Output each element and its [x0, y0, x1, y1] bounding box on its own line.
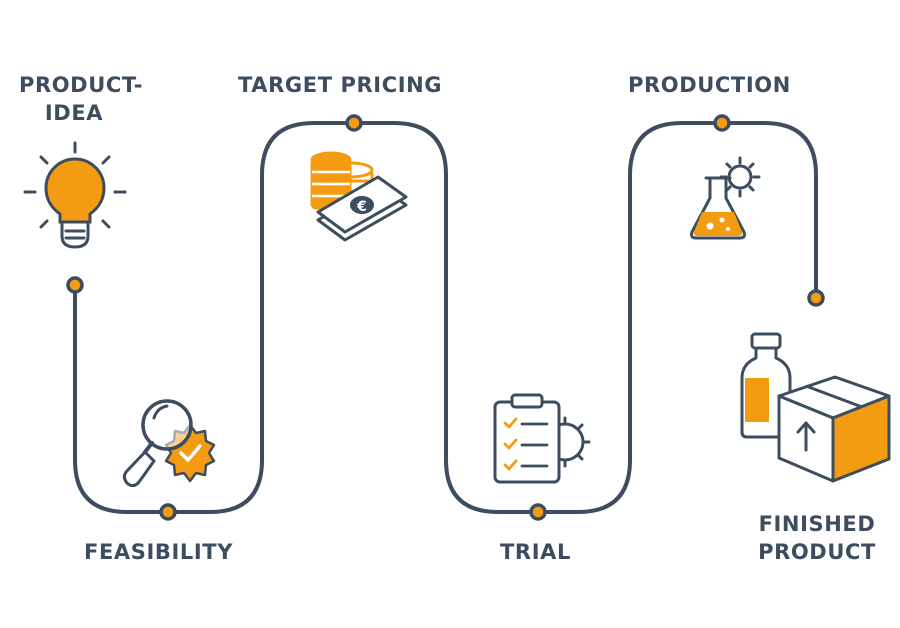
step-label-product-idea-line1: PRODUCT-: [18, 73, 144, 97]
node-product-idea: [66, 276, 84, 294]
step-label-finished-product-line2: PRODUCT: [758, 540, 876, 564]
step-label-product-idea-line2: IDEA: [44, 101, 104, 125]
step-label-production: PRODUCTION: [628, 73, 791, 97]
coins-banknote-icon: €: [310, 151, 408, 242]
step-label-finished-product: FINISHED PRODUCT: [742, 510, 892, 566]
flask-gear-icon: [690, 156, 761, 240]
process-path: [73, 121, 818, 514]
step-label-feasibility: FEASIBILITY: [84, 540, 234, 564]
step-label-product-idea: PRODUCT- IDEA: [6, 71, 156, 127]
step-label-finished-product-line1: FINISHED: [758, 512, 876, 536]
currency-symbol: €: [356, 199, 367, 215]
magnifier-check-icon: [122, 399, 216, 488]
node-feasibility: [159, 503, 177, 521]
bottle-box-icon: [740, 332, 891, 483]
node-production: [713, 114, 731, 132]
node-trial: [529, 503, 547, 521]
step-label-target-pricing: TARGET PRICING: [238, 73, 443, 97]
node-finished-product: [807, 289, 825, 307]
step-label-trial: TRIAL: [500, 540, 571, 564]
lightbulb-icon: [23, 141, 127, 249]
node-target-pricing: [345, 114, 363, 132]
clipboard-gear-icon: [493, 393, 591, 484]
